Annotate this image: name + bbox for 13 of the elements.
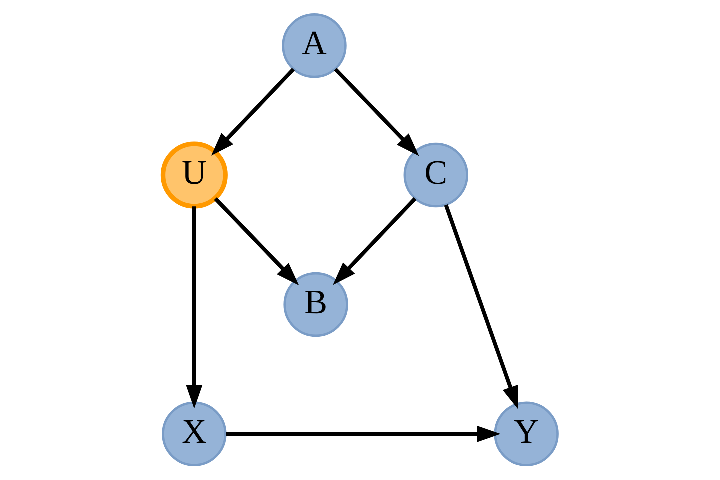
arrow (332, 198, 416, 286)
node-circle: X (162, 402, 226, 466)
arrow (214, 198, 299, 286)
node-circle: Y (494, 402, 558, 466)
node-circle: U (160, 142, 228, 209)
arrow (186, 206, 202, 409)
arrow (226, 426, 500, 442)
node-circle: A (282, 14, 346, 78)
node-circle: C (403, 142, 468, 208)
node-circle: B (283, 272, 348, 338)
arrow (334, 68, 419, 156)
arrow (444, 204, 518, 410)
arrow (210, 68, 294, 156)
